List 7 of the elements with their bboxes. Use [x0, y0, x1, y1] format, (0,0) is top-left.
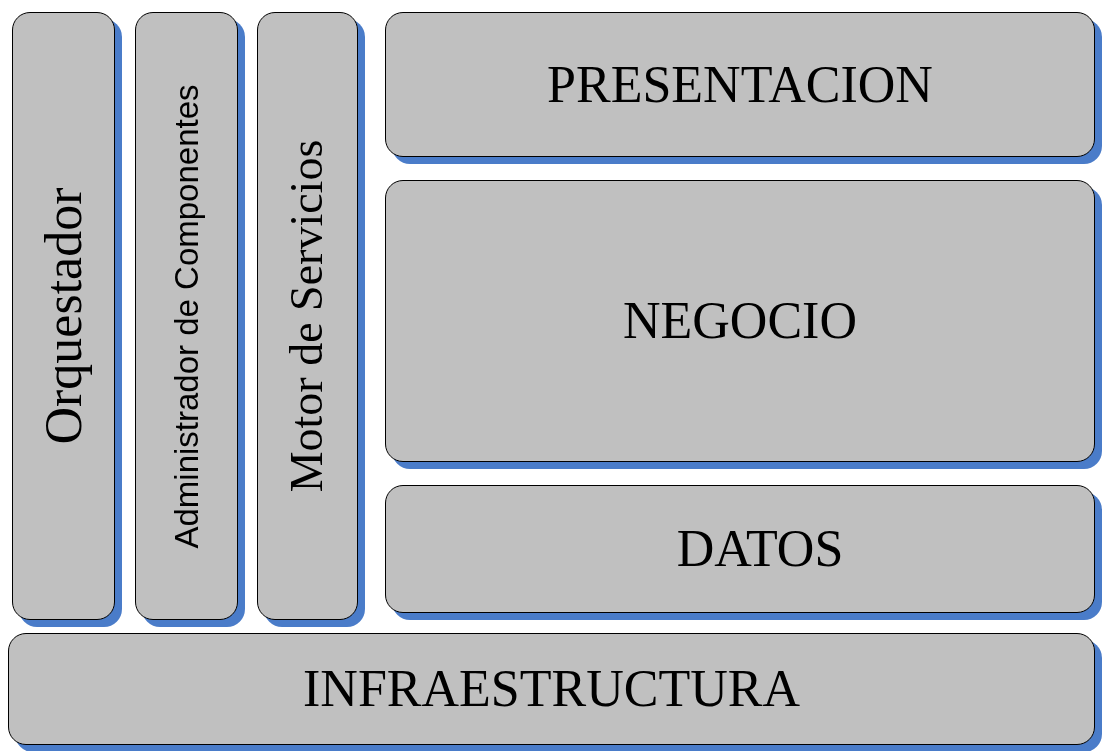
layer-label: Administrador de Componentes — [170, 83, 203, 549]
layer-label: PRESENTACION — [547, 58, 933, 111]
layer-label: INFRAESTRUCTURA — [303, 663, 800, 715]
layer-label: Motor de Servicios — [284, 139, 331, 493]
layer-label: Orquestador — [37, 187, 90, 445]
layer-label: DATOS — [675, 523, 844, 575]
layer-label: NEGOCIO — [623, 295, 857, 347]
